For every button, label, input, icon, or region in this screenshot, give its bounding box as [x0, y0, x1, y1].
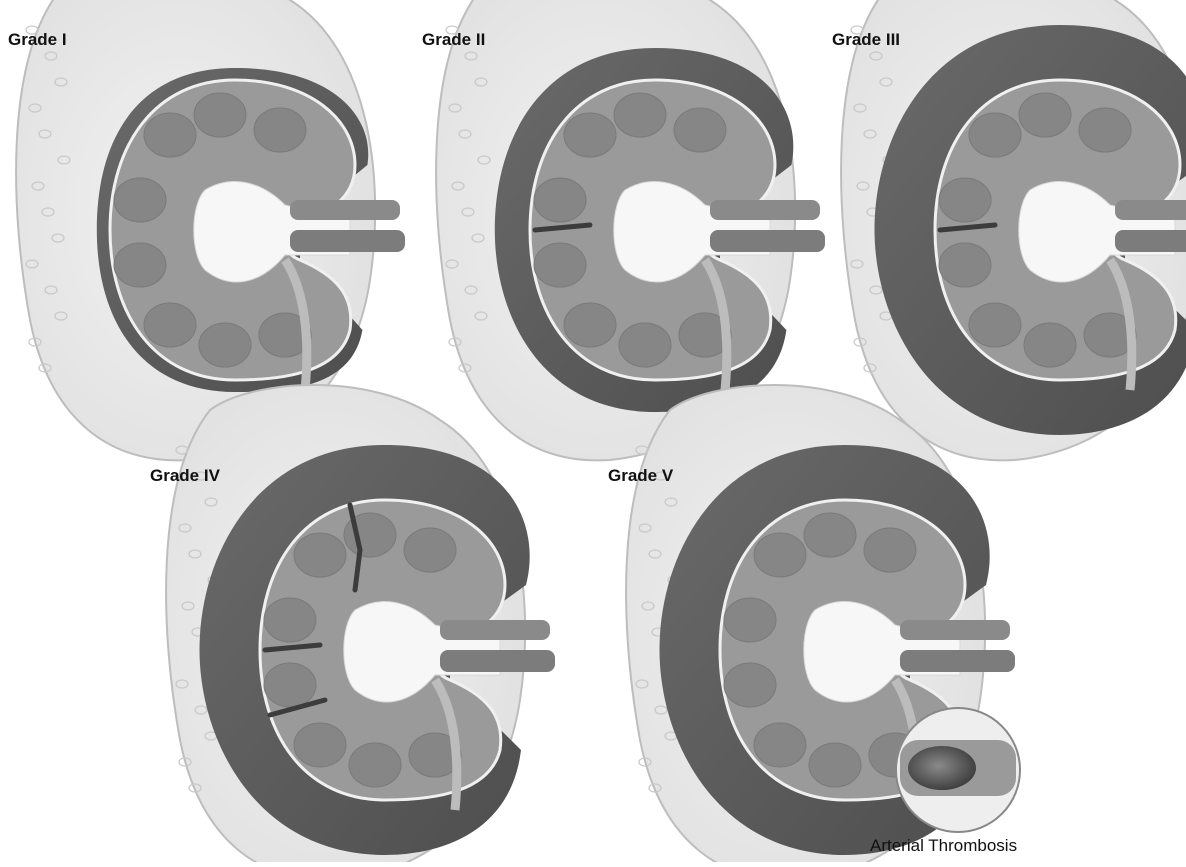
grade-2-pyramid: [564, 113, 616, 157]
grade-2-renal-artery: [710, 230, 825, 252]
grade-4-pyramid: [264, 663, 316, 707]
grade-1-pyramid: [114, 243, 166, 287]
grade-2-pyramid: [619, 323, 671, 367]
grade-5-pyramid: [724, 663, 776, 707]
grade-5-label: Grade V: [608, 466, 673, 486]
grade-4-renal-vein: [440, 620, 550, 640]
arterial-thrombosis-caption: Arterial Thrombosis: [870, 836, 1017, 856]
grade-3-renal-artery: [1115, 230, 1186, 252]
grade-3-pyramid: [969, 303, 1021, 347]
grade-1-pyramid: [144, 113, 196, 157]
grade-2-pyramid: [564, 303, 616, 347]
inset-clot: [908, 746, 976, 790]
grade-4-kidney-group: [200, 445, 556, 855]
grade-1-pyramid: [199, 323, 251, 367]
grade-4-pyramid: [404, 528, 456, 572]
grade-4-panel: [166, 385, 555, 862]
grade-4-pyramid: [294, 723, 346, 767]
grade-3-renal-vein: [1115, 200, 1186, 220]
grade-5-pyramid: [804, 513, 856, 557]
grade-4-pyramid: [294, 533, 346, 577]
grade-5-pyramid: [809, 743, 861, 787]
grade-5-pyramid: [754, 723, 806, 767]
grade-5-pyramid: [724, 598, 776, 642]
grade-1-pyramid: [194, 93, 246, 137]
grade-1-label: Grade I: [8, 30, 67, 50]
grade-2-pyramid: [534, 243, 586, 287]
grade-2-pyramid: [534, 178, 586, 222]
grade-2-pyramid: [614, 93, 666, 137]
grade-3-pyramid: [1019, 93, 1071, 137]
grade-1-renal-artery: [290, 230, 405, 252]
grade-2-kidney-group: [495, 48, 825, 412]
grade-4-renal-artery: [440, 650, 555, 672]
grade-2-label: Grade II: [422, 30, 485, 50]
grade-3-pyramid: [939, 243, 991, 287]
grade-3-pyramid: [1079, 108, 1131, 152]
grade-2-renal-vein: [710, 200, 820, 220]
grade-3-pyramid: [1024, 323, 1076, 367]
grade-1-pyramid: [114, 178, 166, 222]
grade-3-pyramid: [969, 113, 1021, 157]
grade-5-pyramid: [754, 533, 806, 577]
grade-3-pyramid: [939, 178, 991, 222]
grade-4-label: Grade IV: [150, 466, 220, 486]
grade-3-panel: [841, 0, 1186, 460]
grade-3-label: Grade III: [832, 30, 900, 50]
grade-5-pyramid: [864, 528, 916, 572]
grade-4-pyramid: [264, 598, 316, 642]
grade-1-renal-vein: [290, 200, 400, 220]
arterial-thrombosis-inset: [896, 708, 1020, 832]
grade-5-renal-vein: [900, 620, 1010, 640]
grade-2-pyramid: [674, 108, 726, 152]
grade-1-pyramid: [144, 303, 196, 347]
grade-1-pyramid: [254, 108, 306, 152]
grade-4-pyramid: [349, 743, 401, 787]
grade-5-renal-artery: [900, 650, 1015, 672]
